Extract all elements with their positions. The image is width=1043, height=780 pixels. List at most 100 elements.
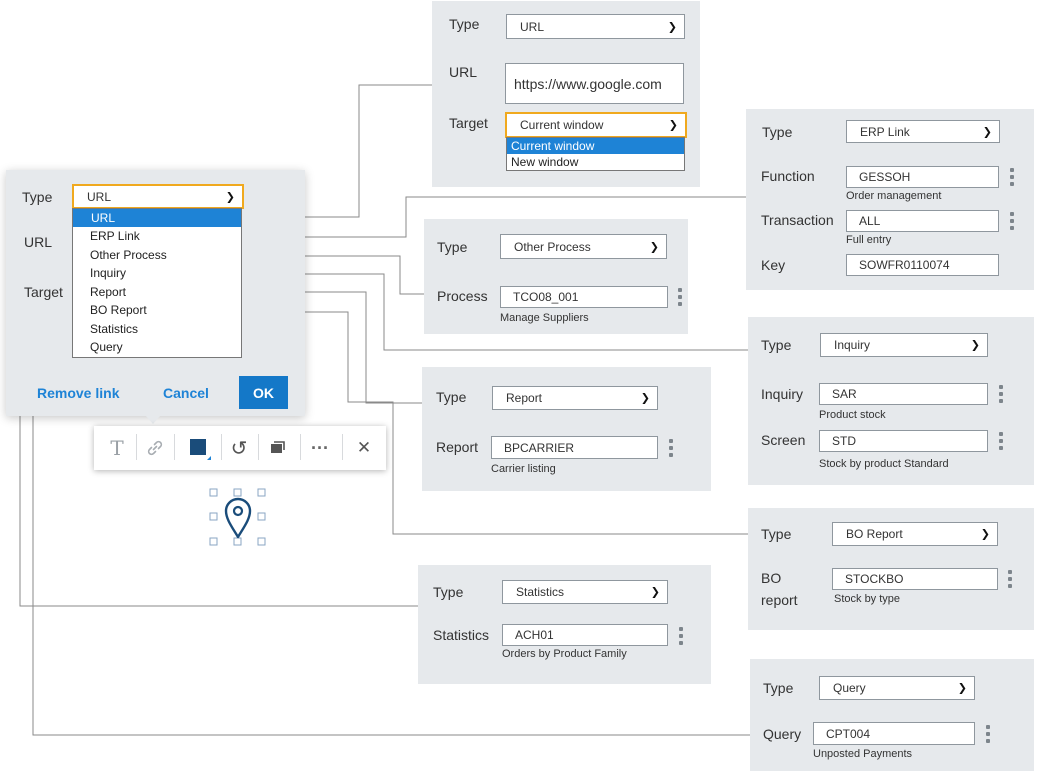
function-input[interactable]: GESSOH bbox=[846, 166, 999, 188]
query-type-select[interactable]: Query ❯ bbox=[819, 676, 975, 700]
chevron-down-icon: ❯ bbox=[980, 528, 990, 541]
color-swatch-icon bbox=[190, 439, 211, 460]
cancel-button[interactable]: Cancel bbox=[163, 385, 209, 401]
statistics-type-select[interactable]: Statistics ❯ bbox=[502, 580, 668, 604]
divider bbox=[258, 434, 259, 460]
screen-value: STD bbox=[832, 434, 856, 448]
chevron-down-icon: ❯ bbox=[667, 21, 677, 33]
option-erp-link[interactable]: ERP Link bbox=[90, 229, 140, 243]
process-input[interactable]: TCO08_001 bbox=[500, 286, 668, 308]
resize-handle bbox=[257, 537, 266, 546]
process-type-select[interactable]: Other Process ❯ bbox=[500, 234, 667, 259]
key-label: Key bbox=[761, 257, 786, 273]
divider bbox=[221, 434, 222, 460]
remove-link-button[interactable]: Remove link bbox=[37, 385, 120, 401]
function-menu-icon[interactable] bbox=[1010, 168, 1014, 186]
statistics-menu-icon[interactable] bbox=[679, 627, 683, 645]
screen-input[interactable]: STD bbox=[819, 430, 988, 452]
bo-report-type-value: BO Report bbox=[846, 527, 903, 541]
inquiry-input[interactable]: SAR bbox=[819, 383, 988, 405]
bo-report-menu-icon[interactable] bbox=[1008, 570, 1012, 588]
query-menu-icon[interactable] bbox=[986, 725, 990, 743]
more-options-button[interactable]: ··· bbox=[304, 432, 336, 464]
statistics-type-value: Statistics bbox=[516, 585, 565, 599]
transaction-value: ALL bbox=[859, 214, 881, 228]
layer-button[interactable] bbox=[262, 432, 292, 464]
target-select[interactable]: Current window ❯ bbox=[505, 112, 687, 138]
chevron-down-icon: ❯ bbox=[668, 119, 678, 132]
type-label: Type bbox=[761, 526, 792, 542]
option-new-window[interactable]: New window bbox=[511, 155, 579, 169]
option-bo-report[interactable]: BO Report bbox=[90, 303, 147, 317]
process-menu-icon[interactable] bbox=[678, 288, 682, 306]
transaction-input[interactable]: ALL bbox=[846, 210, 999, 232]
statistics-description: Orders by Product Family bbox=[502, 648, 627, 660]
resize-handle bbox=[209, 512, 218, 521]
bo-report-type-select[interactable]: BO Report ❯ bbox=[832, 522, 998, 546]
type-label: Type bbox=[22, 189, 53, 205]
function-description: Order management bbox=[846, 190, 942, 202]
divider bbox=[174, 434, 175, 460]
screen-description: Stock by product Standard bbox=[819, 458, 949, 470]
link-type-dropdown: URL ERP Link Other Process Inquiry Repor… bbox=[72, 208, 242, 358]
divider bbox=[300, 434, 301, 460]
option-query[interactable]: Query bbox=[90, 340, 123, 354]
report-input[interactable]: BPCARRIER bbox=[491, 436, 658, 459]
option-statistics[interactable]: Statistics bbox=[90, 321, 139, 336]
reset-button[interactable]: ↺ bbox=[224, 432, 254, 464]
inquiry-panel: Type Inquiry ❯ Inquiry SAR Product stock… bbox=[748, 317, 1034, 485]
inquiry-type-select[interactable]: Inquiry ❯ bbox=[820, 333, 988, 357]
report-type-value: Report bbox=[506, 391, 543, 405]
report-label: Report bbox=[436, 439, 479, 455]
erp-link-panel: Type ERP Link ❯ Function GESSOH Order ma… bbox=[746, 109, 1034, 290]
text-icon: T bbox=[110, 436, 124, 460]
option-url[interactable]: URL bbox=[73, 209, 241, 227]
process-value: TCO08_001 bbox=[513, 290, 579, 304]
chevron-down-icon: ❯ bbox=[970, 339, 980, 352]
link-type-select[interactable]: URL ❯ bbox=[72, 184, 244, 209]
report-menu-icon[interactable] bbox=[669, 439, 673, 457]
text-style-button[interactable]: T bbox=[102, 432, 132, 464]
type-label: Type bbox=[437, 239, 468, 255]
layers-icon bbox=[271, 441, 285, 453]
toolbar-pointer bbox=[146, 416, 160, 424]
resize-handle bbox=[257, 512, 266, 521]
inquiry-description: Product stock bbox=[819, 409, 886, 421]
query-label: Query bbox=[763, 726, 802, 742]
screen-menu-icon[interactable] bbox=[999, 432, 1003, 450]
transaction-description: Full entry bbox=[846, 234, 892, 246]
bo-report-panel: Type BO Report ❯ BO report STOCKBO Stock… bbox=[748, 508, 1034, 630]
ellipsis-icon: ··· bbox=[311, 437, 329, 458]
bo-report-input[interactable]: STOCKBO bbox=[832, 568, 998, 590]
query-input[interactable]: CPT004 bbox=[813, 722, 975, 745]
url-type-select[interactable]: URL ❯ bbox=[506, 14, 685, 39]
transaction-menu-icon[interactable] bbox=[1010, 212, 1014, 230]
map-pin-graphic[interactable] bbox=[206, 485, 270, 549]
divider bbox=[136, 434, 137, 460]
key-input[interactable]: SOWFR0110074 bbox=[846, 254, 999, 276]
color-picker-button[interactable] bbox=[182, 432, 216, 464]
option-current-window[interactable]: Current window bbox=[507, 138, 684, 154]
inquiry-menu-icon[interactable] bbox=[999, 385, 1003, 403]
chevron-down-icon: ❯ bbox=[640, 392, 650, 405]
target-dropdown: Current window New window bbox=[506, 137, 685, 171]
close-button[interactable]: ✕ bbox=[349, 432, 379, 464]
ok-button[interactable]: OK bbox=[239, 376, 288, 409]
key-value: SOWFR0110074 bbox=[859, 258, 950, 272]
connector-bo-report bbox=[166, 311, 748, 535]
link-button[interactable] bbox=[140, 432, 170, 464]
report-description: Carrier listing bbox=[491, 463, 556, 475]
report-type-select[interactable]: Report ❯ bbox=[492, 386, 658, 410]
type-label: Type bbox=[449, 16, 480, 32]
url-input[interactable]: https://www.google.com bbox=[505, 63, 684, 104]
erp-type-select[interactable]: ERP Link ❯ bbox=[846, 120, 1000, 143]
target-value: Current window bbox=[520, 118, 604, 132]
option-other-process[interactable]: Other Process bbox=[90, 247, 167, 262]
statistics-input[interactable]: ACH01 bbox=[502, 624, 668, 646]
report-panel: Type Report ❯ Report BPCARRIER Carrier l… bbox=[422, 367, 711, 491]
inquiry-value: SAR bbox=[832, 387, 857, 401]
erp-type-value: ERP Link bbox=[860, 124, 910, 139]
query-value: CPT004 bbox=[826, 726, 871, 741]
option-inquiry[interactable]: Inquiry bbox=[90, 266, 127, 280]
option-report[interactable]: Report bbox=[90, 284, 127, 299]
